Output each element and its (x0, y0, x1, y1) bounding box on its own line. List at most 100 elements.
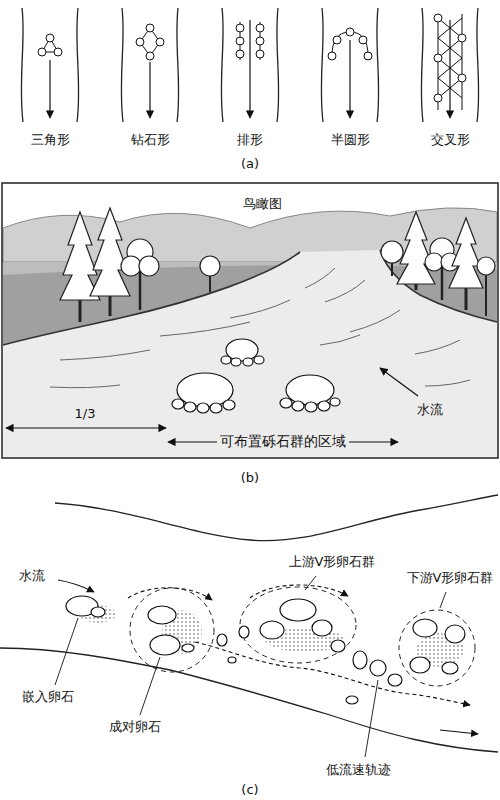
tree-crown (425, 253, 443, 271)
stream-bank (55, 495, 498, 541)
v-pebble (413, 619, 437, 637)
boulder (364, 52, 372, 60)
flow-label: 水流 (19, 568, 45, 584)
pebbles (66, 596, 465, 704)
pebble (370, 660, 386, 676)
pebble (217, 634, 227, 646)
boulder (346, 28, 354, 36)
boulder (458, 74, 466, 82)
boulder (156, 38, 164, 46)
stone (305, 402, 317, 412)
flow-arrow (149, 62, 150, 118)
flow-stroke (230, 300, 290, 318)
channel-bank (421, 8, 423, 122)
stone (254, 356, 264, 364)
channel-bank (121, 8, 123, 122)
panel-frame (2, 183, 498, 458)
boulder (359, 36, 367, 44)
pebble (228, 657, 236, 663)
pebble (353, 651, 367, 669)
conifer (449, 218, 483, 288)
tree-crown (477, 257, 495, 275)
boulder-links (42, 14, 462, 110)
leader-line (140, 657, 160, 715)
flow-stroke (50, 385, 120, 388)
cluster-label: 上游V形卵石群 (289, 554, 376, 570)
region-label: 可布置砾石群的区域 (217, 433, 349, 451)
stone (221, 356, 231, 364)
v-pebble (410, 657, 430, 673)
leader-line (305, 576, 316, 590)
boulder (38, 48, 46, 56)
tree-crown (139, 256, 159, 276)
boulder (458, 34, 466, 42)
cluster-outlines (130, 587, 475, 686)
stone (184, 402, 196, 412)
trees (60, 208, 495, 322)
embedded-pebble (91, 607, 105, 617)
tree-crown (200, 256, 220, 276)
panel-caption: (a) (241, 156, 259, 172)
gravel-clusters (172, 339, 340, 413)
view-label: 鸟瞰图 (243, 196, 282, 212)
pebble-label: 成对卵石 (109, 719, 161, 735)
flow-stroke (325, 280, 365, 302)
boulder (46, 34, 54, 42)
boulder (434, 54, 442, 62)
panel-caption: (b) (241, 470, 259, 486)
stone (172, 399, 184, 409)
boulder (286, 375, 334, 405)
flow-arrows (50, 20, 450, 118)
channel-bank (277, 8, 279, 122)
stone (197, 403, 209, 413)
conifer (397, 212, 435, 284)
flow-arrow (380, 368, 418, 396)
flow-paths (58, 580, 478, 734)
flow-stroke (160, 322, 250, 336)
v-pebble (312, 620, 332, 636)
boulder (146, 24, 154, 32)
boulders (38, 14, 466, 102)
leader-line (365, 680, 378, 757)
channel-bank (377, 8, 379, 122)
flow-stroke (305, 268, 335, 288)
paired-pebble (150, 635, 180, 655)
stone (318, 401, 330, 411)
leader-line (55, 618, 78, 685)
shape-label: 三角形 (31, 132, 70, 148)
v-pebble (331, 640, 345, 652)
boulder (328, 52, 336, 60)
boulder (136, 38, 144, 46)
cluster-outline (240, 587, 356, 663)
boulder (434, 14, 442, 22)
stone (231, 358, 241, 366)
boulder (236, 37, 244, 45)
tree-crown (381, 241, 403, 263)
flow-stroke (415, 340, 460, 354)
shape-label: 交叉形 (431, 132, 470, 148)
v-pebble (280, 599, 316, 621)
track-label: 低流速轨迹 (326, 762, 391, 778)
pebble (346, 696, 358, 704)
tree-trunk (209, 275, 211, 292)
channel-bank (177, 8, 179, 122)
leader-lines (55, 576, 446, 757)
pebble (182, 644, 194, 652)
eddy-path (250, 585, 348, 598)
boulder (434, 94, 442, 102)
flow-arrow (49, 60, 50, 118)
flow-label: 水流 (414, 402, 446, 418)
pebble (239, 626, 249, 638)
flow-arrow (249, 20, 250, 118)
channel-banks (21, 8, 478, 122)
shape-label: 排形 (237, 132, 263, 148)
paired-pebble (148, 606, 176, 624)
flow-stroke (350, 310, 400, 332)
channel-bank (321, 8, 323, 122)
tree-trunk (485, 275, 487, 316)
stone (210, 403, 222, 413)
shape-label: 钻石形 (131, 132, 170, 148)
boulder (236, 50, 244, 58)
channel-bank (77, 8, 79, 122)
